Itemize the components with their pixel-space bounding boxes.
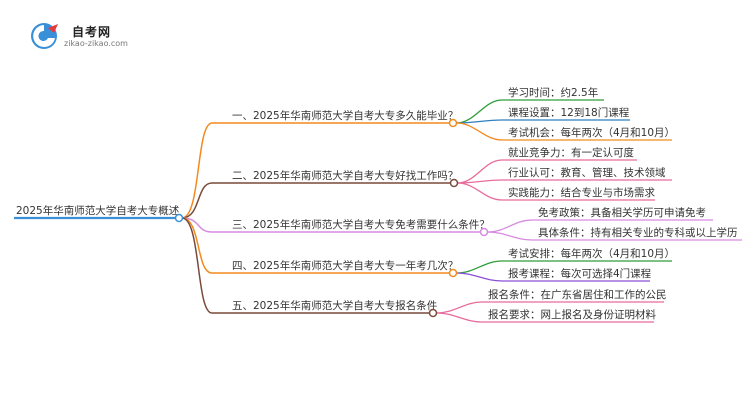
child-label: 免考政策：具备相关学历可申请免考 — [538, 206, 706, 219]
child-label: 报考课程：每次可选择4门课程 — [508, 267, 652, 280]
branch-label: 二、2025年华南师范大学自考大专好找工作吗？ — [232, 169, 458, 182]
child-label: 学习时间：约2.5年 — [508, 86, 598, 99]
child-label: 报名条件：在广东省居住和工作的公民 — [488, 288, 667, 301]
logo-mark-icon — [31, 23, 58, 49]
child-label: 考试机会：每年两次（4月和10月） — [508, 126, 675, 139]
child-connector — [487, 231, 533, 241]
branch-circle[interactable] — [448, 268, 458, 278]
branch-label: 三、2025年华南师范大学自考大专免考需要什么条件？ — [232, 218, 490, 231]
root-node-circle[interactable] — [174, 213, 184, 223]
child-connector — [436, 301, 483, 314]
branch-circle[interactable] — [479, 227, 489, 237]
child-connector — [487, 219, 533, 233]
brand-name: 自考网 — [72, 25, 112, 39]
branch-connector — [181, 122, 213, 219]
branch-connector — [181, 217, 213, 274]
branch-circle[interactable] — [428, 308, 438, 318]
child-label: 课程设置：12到18门课程 — [508, 106, 630, 119]
branch-label: 一、2025年华南师范大学自考大专多久能毕业？ — [232, 109, 458, 122]
child-label: 报名要求：网上报名及身份证明材料 — [488, 308, 656, 321]
child-label: 就业竞争力：有一定认可度 — [508, 146, 634, 159]
child-label: 行业认可：教育、管理、技术领域 — [508, 166, 666, 179]
child-connector — [456, 260, 503, 274]
root-node-label: 2025年华南师范大学自考大专概述 — [16, 204, 180, 217]
branch-label: 四、2025年华南师范大学自考大专一年考几次？ — [232, 259, 458, 272]
child-connector — [456, 272, 503, 282]
branch-connector — [181, 182, 213, 219]
branch-connector — [181, 217, 213, 314]
child-label: 实践能力：结合专业与市场需求 — [508, 186, 655, 199]
branch-label: 五、2025年华南师范大学自考大专报名条件 — [232, 299, 437, 312]
child-label: 具体条件：持有相关专业的专科或以上学历 — [538, 226, 738, 239]
child-connector — [436, 312, 483, 323]
branch-circle[interactable] — [448, 118, 458, 128]
branch-circle[interactable] — [449, 178, 459, 188]
child-connector — [457, 182, 503, 201]
brand-url: zikao-zikao.com — [64, 39, 128, 48]
child-connector — [456, 122, 503, 141]
child-label: 考试安排：每年两次（4月和10月） — [508, 247, 675, 260]
logo: 自考网 zikao-zikao.com — [28, 20, 188, 54]
